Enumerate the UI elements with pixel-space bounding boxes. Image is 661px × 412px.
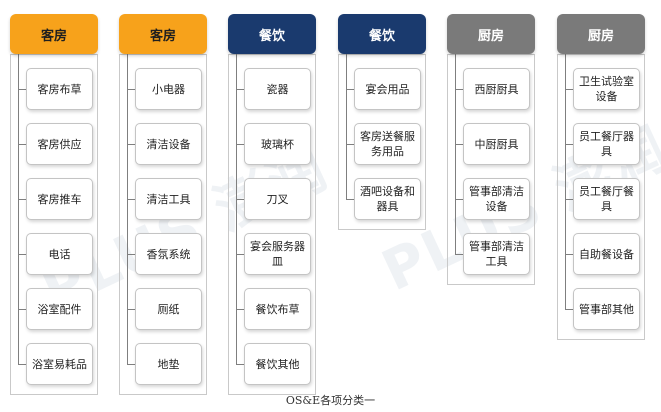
connector-branch (127, 144, 135, 145)
category-item: 小电器 (135, 68, 202, 110)
category-item: 管事部清洁 工具 (463, 233, 530, 275)
category-header: 客房 (119, 14, 207, 54)
category-item: 香氛系统 (135, 233, 202, 275)
category-item: 宴会服务器 皿 (244, 233, 311, 275)
connector-branch (346, 89, 354, 90)
category-item: 客房送餐服 务用品 (354, 123, 421, 165)
category-header: 餐饮 (228, 14, 316, 54)
connector-branch (18, 309, 26, 310)
category-item: 自助餐设备 (573, 233, 640, 275)
connector-branch (18, 364, 26, 365)
category-item: 客房供应 (26, 123, 93, 165)
category-item: 玻璃杯 (244, 123, 311, 165)
category-item: 厕纸 (135, 288, 202, 330)
category-item: 客房布草 (26, 68, 93, 110)
category-item: 酒吧设备和 器具 (354, 178, 421, 220)
connector-branch (455, 254, 463, 255)
category-item: 电话 (26, 233, 93, 275)
column-frame (228, 54, 316, 395)
category-item: 餐饮布草 (244, 288, 311, 330)
connector-branch (236, 364, 244, 365)
category-item: 管事部其他 (573, 288, 640, 330)
category-item: 管事部清洁 设备 (463, 178, 530, 220)
category-item: 卫生试验室 设备 (573, 68, 640, 110)
category-item: 刀叉 (244, 178, 311, 220)
category-item: 清洁工具 (135, 178, 202, 220)
category-item: 宴会用品 (354, 68, 421, 110)
category-item: 浴室配件 (26, 288, 93, 330)
category-item: 西厨厨具 (463, 68, 530, 110)
category-item: 员工餐厅器 具 (573, 123, 640, 165)
connector-branch (236, 144, 244, 145)
column-frame (338, 54, 426, 230)
connector-branch (236, 89, 244, 90)
connector-trunk (565, 54, 566, 309)
connector-trunk (455, 54, 456, 254)
connector-branch (565, 254, 573, 255)
connector-branch (565, 199, 573, 200)
column-frame (447, 54, 535, 285)
category-header: 客房 (10, 14, 98, 54)
category-header: 厨房 (557, 14, 645, 54)
figure-caption: OS&E各项分类一 (285, 394, 376, 407)
connector-branch (565, 144, 573, 145)
connector-trunk (346, 54, 347, 199)
connector-branch (455, 199, 463, 200)
connector-branch (127, 309, 135, 310)
connector-branch (346, 144, 354, 145)
connector-branch (127, 89, 135, 90)
category-item: 客房推车 (26, 178, 93, 220)
category-item: 中厨厨具 (463, 123, 530, 165)
category-item: 瓷器 (244, 68, 311, 110)
connector-trunk (127, 54, 128, 364)
connector-branch (18, 254, 26, 255)
category-header: 餐饮 (338, 14, 426, 54)
connector-branch (455, 144, 463, 145)
connector-branch (565, 309, 573, 310)
connector-branch (236, 254, 244, 255)
connector-branch (127, 199, 135, 200)
connector-branch (346, 199, 354, 200)
category-item: 餐饮其他 (244, 343, 311, 385)
connector-trunk (236, 54, 237, 364)
column-frame (557, 54, 645, 340)
category-header: 厨房 (447, 14, 535, 54)
connector-branch (127, 254, 135, 255)
connector-branch (236, 199, 244, 200)
connector-branch (18, 89, 26, 90)
category-item: 清洁设备 (135, 123, 202, 165)
connector-trunk (18, 54, 19, 364)
connector-branch (127, 364, 135, 365)
column-frame (119, 54, 207, 395)
category-item: 浴室易耗品 (26, 343, 93, 385)
connector-branch (236, 309, 244, 310)
column-frame (10, 54, 98, 395)
connector-branch (18, 199, 26, 200)
connector-branch (565, 89, 573, 90)
connector-branch (455, 89, 463, 90)
connector-branch (18, 144, 26, 145)
category-item: 员工餐厅餐 具 (573, 178, 640, 220)
category-item: 地垫 (135, 343, 202, 385)
